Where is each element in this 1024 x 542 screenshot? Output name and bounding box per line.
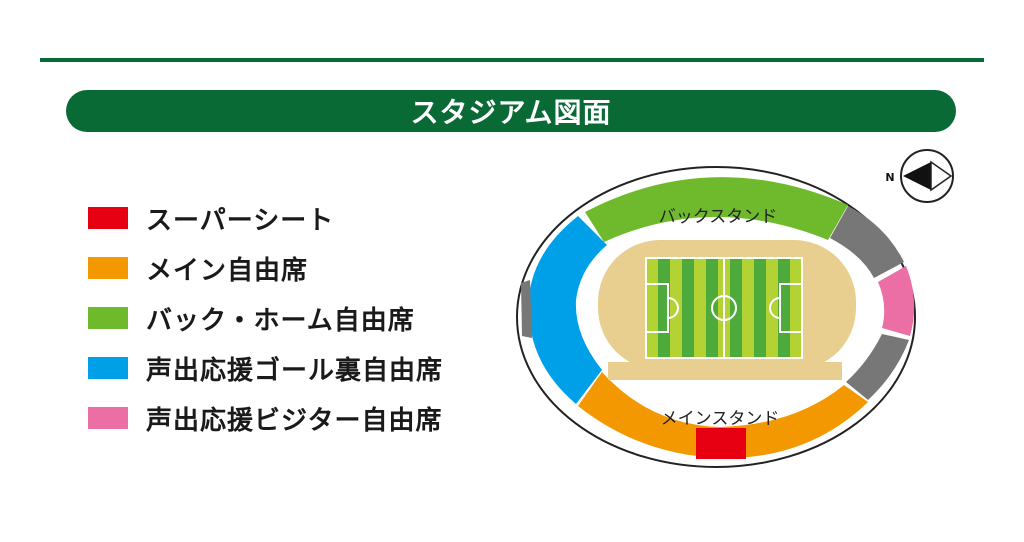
section-super-seat <box>696 428 746 459</box>
compass-icon: N <box>885 149 954 203</box>
pitch-stripe <box>766 258 779 358</box>
section-main-stand <box>578 372 868 459</box>
main-stand-label: メインスタンド <box>661 409 780 429</box>
legend-label: メイン自由席 <box>146 255 309 286</box>
legend-swatch <box>88 407 128 429</box>
section-closed-left <box>521 280 532 338</box>
pitch-stripe <box>682 258 695 358</box>
legend-label: スーパーシート <box>146 205 335 236</box>
right-penalty-box <box>779 283 803 333</box>
back-stand-label: バックスタンド <box>659 207 778 227</box>
legend-swatch <box>88 257 128 279</box>
pitch-stripe <box>694 258 707 358</box>
left-penalty-arc <box>667 297 679 319</box>
legend-label: 声出応援ビジター自由席 <box>146 405 443 436</box>
legend-swatch <box>88 207 128 229</box>
pitch-stripe <box>742 258 755 358</box>
top-divider <box>40 58 984 62</box>
title-banner: スタジアム図面 <box>66 90 956 132</box>
legend-label: 声出応援ゴール裏自由席 <box>146 355 444 386</box>
page-title: スタジアム図面 <box>410 96 612 129</box>
legend-item-super-seat: スーパーシート <box>88 193 508 243</box>
pitch-stripe <box>790 258 803 358</box>
right-penalty-arc <box>769 297 781 319</box>
legend-item-visitor-free: 声出応援ビジター自由席 <box>88 393 508 443</box>
left-penalty-box <box>645 283 669 333</box>
center-circle <box>711 295 737 321</box>
legend-item-main-free: メイン自由席 <box>88 243 508 293</box>
legend-swatch <box>88 357 128 379</box>
section-back-stand <box>585 177 848 242</box>
seat-legend: スーパーシート メイン自由席 バック・ホーム自由席 声出応援ゴール裏自由席 声出… <box>88 193 508 443</box>
section-closed-upper-right <box>830 206 904 278</box>
section-home-goal <box>528 216 607 404</box>
legend-label: バック・ホーム自由席 <box>146 305 415 336</box>
pitch-stripe <box>670 258 683 358</box>
main-stand-platform <box>608 362 842 380</box>
pitch-stripe <box>646 258 659 358</box>
legend-item-back-home-free: バック・ホーム自由席 <box>88 293 508 343</box>
pitch-markings <box>645 257 803 359</box>
legend-swatch <box>88 307 128 329</box>
section-closed-lower-right <box>846 334 909 400</box>
pitch-stripe <box>754 258 767 358</box>
legend-item-home-goal-free: 声出応援ゴール裏自由席 <box>88 343 508 393</box>
compass-north-label: N <box>885 171 894 184</box>
section-visitor <box>878 266 915 336</box>
